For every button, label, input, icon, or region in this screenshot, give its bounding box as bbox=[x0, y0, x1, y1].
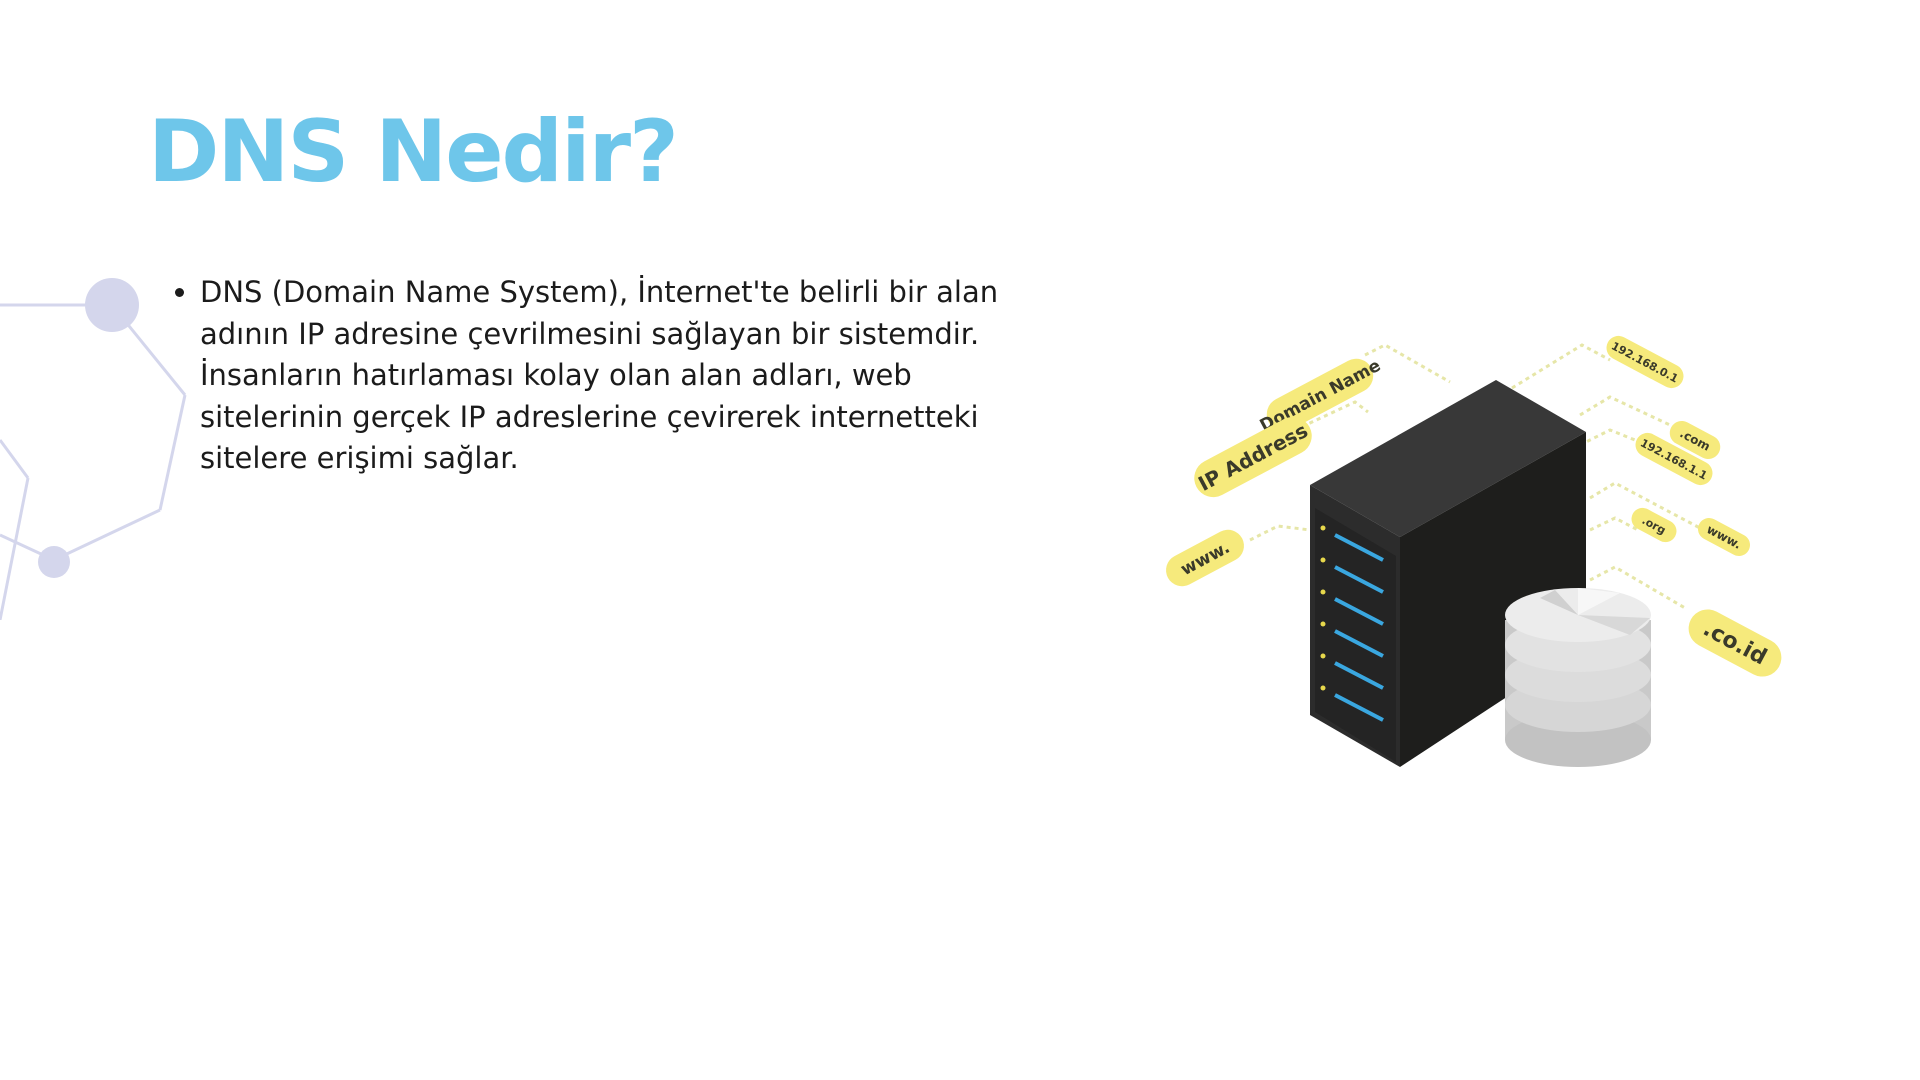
tag-www-left: www. bbox=[1166, 529, 1244, 587]
server-led-strips bbox=[1334, 533, 1384, 722]
server-tower-icon bbox=[1310, 380, 1586, 767]
tag-www-right: www. bbox=[1697, 518, 1751, 556]
network-decoration bbox=[0, 278, 187, 620]
svg-text:IP Address: IP Address bbox=[1194, 418, 1312, 496]
dns-server-illustration: Domain Name IP Address www. 192.168.0.1 … bbox=[1166, 335, 1782, 767]
slide-title: DNS Nedir? bbox=[148, 102, 679, 202]
tag-org: .org bbox=[1631, 507, 1677, 543]
tag-ip-192-168-0-1: 192.168.0.1 bbox=[1606, 335, 1684, 389]
tag-co-id: .co.id bbox=[1688, 609, 1782, 677]
network-node-large bbox=[85, 278, 139, 332]
bullet-item: DNS (Domain Name System), İnternet'te be… bbox=[200, 272, 1000, 480]
database-icon bbox=[1505, 588, 1651, 767]
server-status-leds bbox=[1320, 525, 1326, 691]
connector-lines bbox=[1249, 343, 1701, 610]
bullet-list: DNS (Domain Name System), İnternet'te be… bbox=[170, 272, 1000, 480]
tag-ip-address: IP Address bbox=[1194, 416, 1312, 498]
network-node-small bbox=[38, 546, 70, 578]
